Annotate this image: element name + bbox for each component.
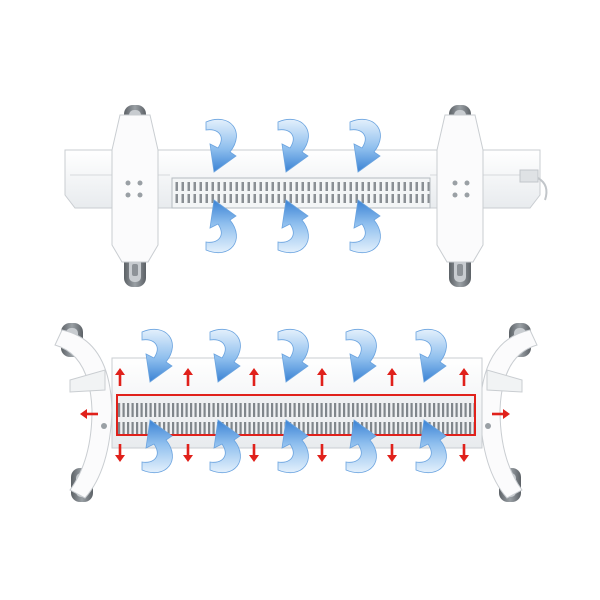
top-heater bbox=[64, 105, 548, 287]
heater-foot-right bbox=[436, 114, 484, 263]
bottom-heater bbox=[54, 323, 538, 502]
heater-foot-left bbox=[111, 114, 159, 263]
heater-grille bbox=[171, 177, 431, 209]
